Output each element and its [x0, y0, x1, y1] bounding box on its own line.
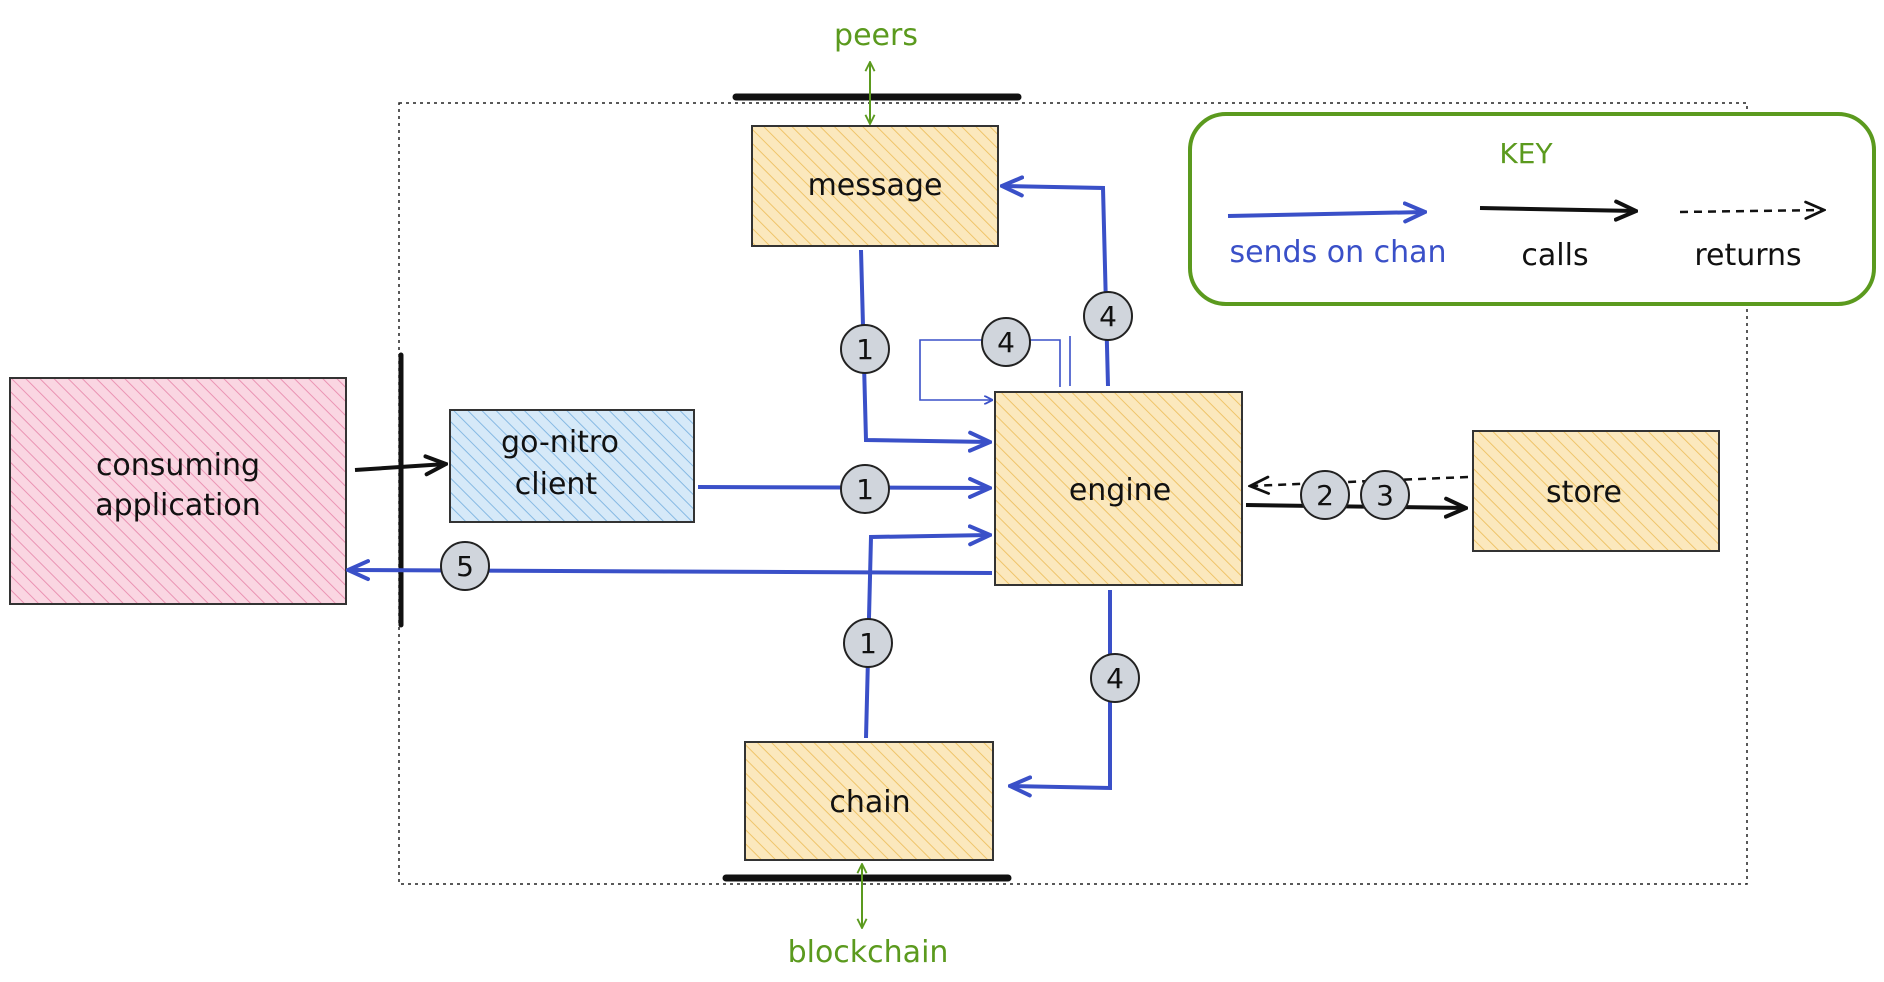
svg-text:4: 4 — [1099, 300, 1117, 333]
step-circle-message-to-engine: 1 — [840, 324, 890, 374]
step-circle-client-to-engine: 1 — [840, 464, 890, 514]
consuming-application-box: consuming application — [9, 377, 347, 605]
key-sends-on-chan-label: sends on chan — [1229, 235, 1446, 270]
peers-label: peers — [834, 18, 918, 53]
step-circle-engine-to-app: 5 — [440, 541, 490, 591]
chain-box: chain — [744, 741, 994, 861]
key-returns-sample — [1679, 210, 1824, 212]
store-to-engine-return-arrow — [1250, 477, 1469, 486]
step-circle-engine-self: 4 — [981, 317, 1031, 367]
consuming-application-label-line2: application — [95, 488, 260, 523]
step-circle-store-return: 3 — [1360, 470, 1410, 520]
message-box: message — [751, 125, 999, 247]
blockchain-label: blockchain — [788, 935, 949, 970]
store-box: store — [1472, 430, 1720, 552]
step-circle-store-call: 2 — [1300, 470, 1350, 520]
svg-text:4: 4 — [997, 326, 1015, 359]
key-calls-sample — [1479, 208, 1636, 211]
message-label: message — [808, 168, 943, 203]
store-label: store — [1546, 475, 1622, 510]
go-nitro-client-label-line2: client — [515, 467, 598, 502]
engine-self-loop-arrow — [919, 339, 1061, 400]
step-circle-chain-to-engine: 1 — [843, 618, 893, 668]
svg-text:1: 1 — [856, 473, 874, 506]
chain-label: chain — [829, 785, 910, 820]
go-nitro-client-box: go-nitro client — [449, 409, 695, 523]
go-nitro-client-label-line1: go-nitro — [501, 425, 619, 460]
key-returns-label: returns — [1694, 238, 1801, 273]
message-to-engine-arrow — [859, 249, 990, 442]
svg-text:4: 4 — [1106, 662, 1124, 695]
chain-to-engine-arrow — [864, 535, 990, 739]
key-legend: KEY sends on chan calls returns — [1188, 112, 1876, 306]
svg-text:1: 1 — [859, 627, 877, 660]
engine-label: engine — [1069, 473, 1171, 508]
engine-box: engine — [994, 391, 1243, 586]
step-circle-engine-to-message: 4 — [1083, 291, 1133, 341]
svg-text:5: 5 — [456, 550, 474, 583]
svg-text:3: 3 — [1376, 479, 1394, 512]
key-calls-label: calls — [1521, 238, 1588, 273]
svg-text:1: 1 — [856, 333, 874, 366]
svg-text:2: 2 — [1316, 479, 1334, 512]
app-to-client-call-arrow — [354, 464, 446, 470]
key-title: KEY — [1499, 137, 1553, 170]
system-boundary — [398, 102, 1748, 885]
step-circle-engine-to-chain: 4 — [1090, 653, 1140, 703]
key-sends-on-chan-sample — [1227, 212, 1425, 216]
consuming-application-label-line1: consuming — [96, 448, 260, 483]
engine-to-store-call-arrow — [1245, 505, 1466, 508]
